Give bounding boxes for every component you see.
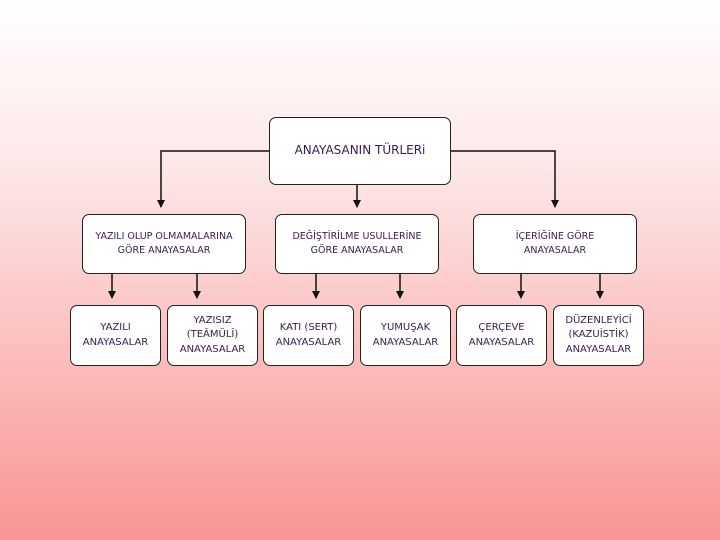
type-flexible: YUMUŞAK ANAYASALAR bbox=[360, 305, 451, 366]
category-content: İÇERİĞİNE GÖRE ANAYASALAR bbox=[473, 214, 637, 274]
category-amendment: DEĞİŞTİRİLME USULLERİNE GÖRE ANAYASALAR bbox=[275, 214, 439, 274]
connector-root-right bbox=[451, 150, 559, 208]
type-regulatory: DÜZENLEYİCİ (KAZUİSTİK) ANAYASALAR bbox=[553, 305, 644, 366]
connector-root-left bbox=[157, 150, 269, 208]
category-written: YAZILI OLUP OLMAMALARINA GÖRE ANAYASALAR bbox=[82, 214, 246, 274]
root-node: ANAYASANIN TÜRLERi bbox=[269, 117, 451, 185]
type-rigid: KATI (SERT) ANAYASALAR bbox=[263, 305, 354, 366]
type-unwritten: YAZISIZ (TEÂMÜLÎ) ANAYASALAR bbox=[167, 305, 258, 366]
type-written: YAZILI ANAYASALAR bbox=[70, 305, 161, 366]
type-framework: ÇERÇEVE ANAYASALAR bbox=[456, 305, 547, 366]
